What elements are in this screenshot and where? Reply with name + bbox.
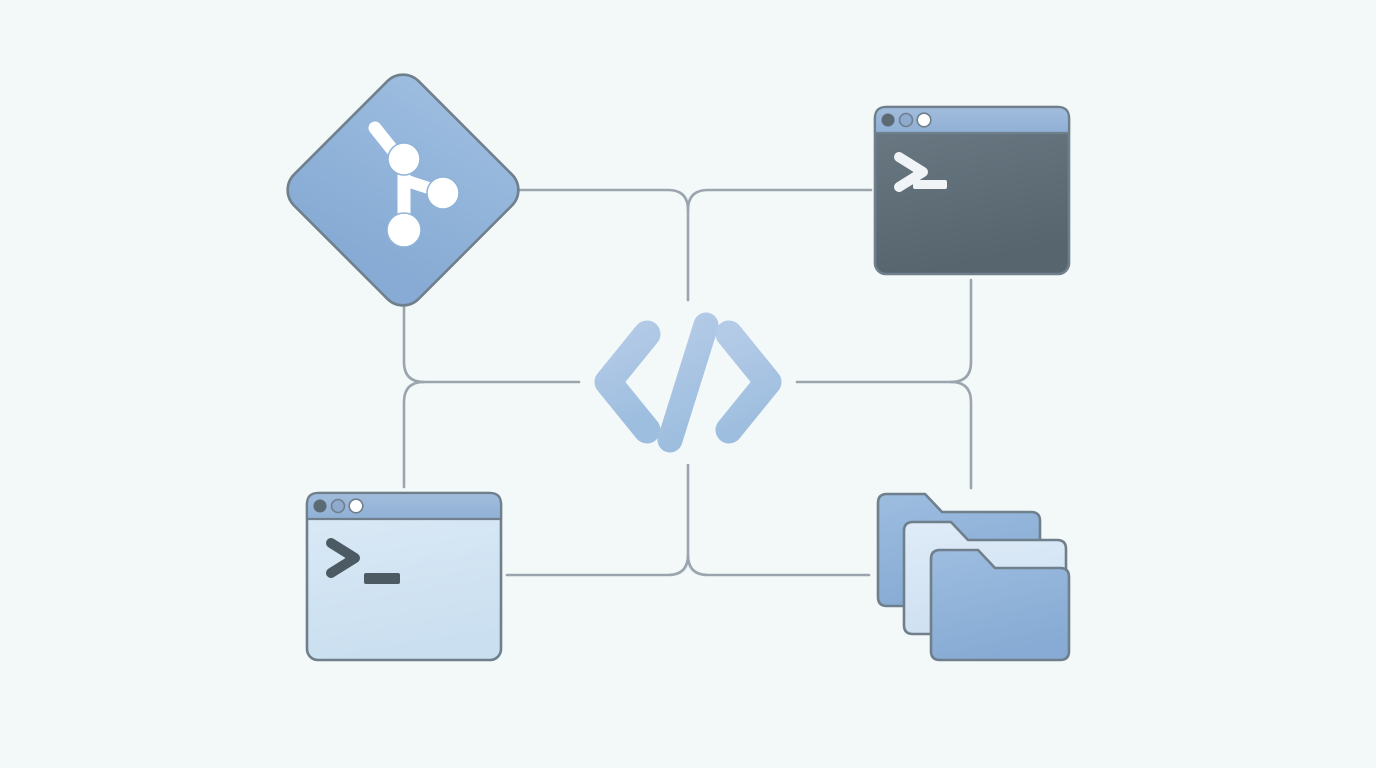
code-left-chevron-icon xyxy=(594,320,661,444)
minimize-dot-icon[interactable] xyxy=(330,498,346,514)
folder-stack-icon[interactable]: Folders xyxy=(876,492,1071,662)
git-node-top xyxy=(387,142,421,176)
light-terminal-cursor-icon xyxy=(364,573,400,584)
folder-front xyxy=(929,548,1071,662)
dark-terminal-window[interactable]: >_ xyxy=(873,105,1071,276)
close-dot-icon[interactable] xyxy=(313,499,327,513)
dark-terminal-cursor-icon xyxy=(913,180,947,189)
maximize-dot-icon[interactable] xyxy=(916,112,932,128)
connector-left-to-code xyxy=(402,380,426,489)
light-terminal-window[interactable]: >_ xyxy=(305,491,503,662)
close-dot-icon[interactable] xyxy=(881,113,895,127)
maximize-dot-icon[interactable] xyxy=(348,498,364,514)
code-slash-icon xyxy=(657,312,719,453)
connector-layer xyxy=(402,188,973,577)
git-node-bottom xyxy=(386,212,422,248)
connector-right-to-code xyxy=(949,380,973,490)
dark-terminal-prompt-chevron-icon xyxy=(894,152,928,192)
connector-bottom-to-code xyxy=(686,553,871,577)
code-right-chevron-icon xyxy=(715,320,782,444)
git-branch-graph xyxy=(368,121,460,248)
minimize-dot-icon[interactable] xyxy=(898,112,914,128)
git-version-control-icon[interactable] xyxy=(279,66,528,315)
light-terminal-prompt-chevron-icon xyxy=(326,538,360,578)
connector-top-to-code xyxy=(686,188,873,212)
git-node-branch xyxy=(426,176,460,210)
code-brackets-icon[interactable]: </> xyxy=(594,312,782,453)
